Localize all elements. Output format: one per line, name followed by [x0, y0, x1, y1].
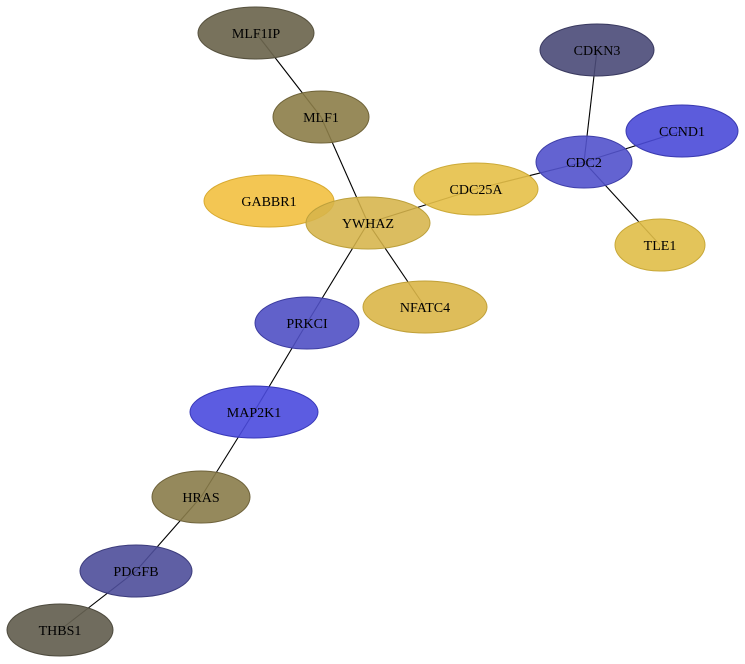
node-label-pdgfb: PDGFB — [113, 565, 158, 580]
node-shape-thbs1[interactable] — [6, 603, 114, 657]
node-shape-hras[interactable] — [151, 470, 251, 524]
node-label-ywhaz: YWHAZ — [342, 217, 394, 232]
node-label-hras: HRAS — [182, 491, 219, 506]
node-cdc25a[interactable]: CDC25A — [413, 162, 539, 216]
edges-layer — [59, 32, 683, 631]
node-nfatc4[interactable]: NFATC4 — [362, 280, 488, 334]
node-shape-mlf1ip[interactable] — [197, 6, 315, 60]
node-shape-map2k1[interactable] — [189, 385, 319, 439]
node-cdkn3[interactable]: CDKN3 — [539, 23, 655, 77]
node-label-thbs1: THBS1 — [39, 624, 82, 639]
node-shape-ccnd1[interactable] — [625, 104, 739, 158]
node-label-cdc2: CDC2 — [566, 156, 602, 171]
node-label-cdkn3: CDKN3 — [574, 44, 621, 59]
node-label-map2k1: MAP2K1 — [227, 406, 281, 421]
node-label-ccnd1: CCND1 — [659, 125, 705, 140]
node-shape-cdc25a[interactable] — [413, 162, 539, 216]
node-label-nfatc4: NFATC4 — [400, 301, 450, 316]
node-cdc2[interactable]: CDC2 — [535, 135, 633, 189]
node-mlf1ip[interactable]: MLF1IP — [197, 6, 315, 60]
node-label-cdc25a: CDC25A — [450, 183, 504, 198]
node-mlf1[interactable]: MLF1 — [272, 90, 370, 144]
node-ccnd1[interactable]: CCND1 — [625, 104, 739, 158]
node-shape-nfatc4[interactable] — [362, 280, 488, 334]
node-shape-ywhaz[interactable] — [305, 196, 431, 250]
node-ywhaz[interactable]: YWHAZ — [305, 196, 431, 250]
node-label-prkci: PRKCI — [286, 317, 328, 332]
node-label-gabbr1: GABBR1 — [241, 195, 296, 210]
node-shape-cdkn3[interactable] — [539, 23, 655, 77]
node-shape-pdgfb[interactable] — [79, 544, 193, 598]
node-hras[interactable]: HRAS — [151, 470, 251, 524]
node-label-mlf1: MLF1 — [303, 111, 339, 126]
node-pdgfb[interactable]: PDGFB — [79, 544, 193, 598]
node-thbs1[interactable]: THBS1 — [6, 603, 114, 657]
node-map2k1[interactable]: MAP2K1 — [189, 385, 319, 439]
node-label-mlf1ip: MLF1IP — [232, 27, 280, 42]
node-prkci[interactable]: PRKCI — [254, 296, 360, 350]
node-shape-cdc2[interactable] — [535, 135, 633, 189]
node-shape-mlf1[interactable] — [272, 90, 370, 144]
node-shape-prkci[interactable] — [254, 296, 360, 350]
node-tle1[interactable]: TLE1 — [614, 218, 706, 272]
node-label-tle1: TLE1 — [644, 239, 677, 254]
node-shape-tle1[interactable] — [614, 218, 706, 272]
